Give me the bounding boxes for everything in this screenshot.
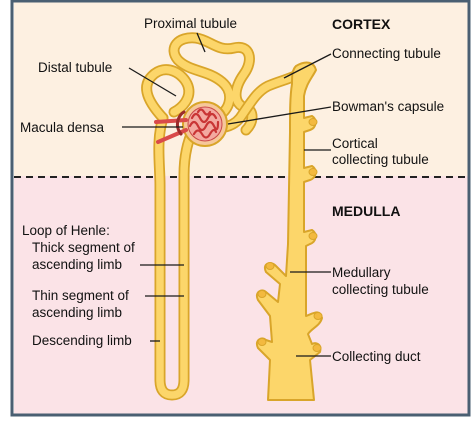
label-distal-tubule: Distal tubule [38,60,112,75]
label-cortical-collecting-tubule-line1: Cortical [332,136,378,151]
label-thick-segment-line2: ascending limb [32,257,122,272]
label-collecting-duct: Collecting duct [332,349,421,364]
label-bowmans-capsule: Bowman's capsule [332,99,444,114]
label-descending-limb: Descending limb [32,333,132,348]
label-proximal-tubule: Proximal tubule [144,16,237,31]
label-medullary-collecting-tubule-line1: Medullary [332,265,391,280]
label-medullary-collecting-tubule-line2: collecting tubule [332,282,429,297]
label-thin-segment-line1: Thin segment of [32,288,129,303]
label-thick-segment-line1: Thick segment of [32,240,135,255]
label-connecting-tubule: Connecting tubule [332,46,441,61]
cortex-label: CORTEX [332,16,391,32]
medulla-label: MEDULLA [332,203,400,219]
label-cortical-collecting-tubule-line2: collecting tubule [332,152,429,167]
label-thin-segment-line2: ascending limb [32,305,122,320]
label-macula-densa: Macula densa [20,120,105,135]
label-loop-of-henle: Loop of Henle: [22,223,110,238]
